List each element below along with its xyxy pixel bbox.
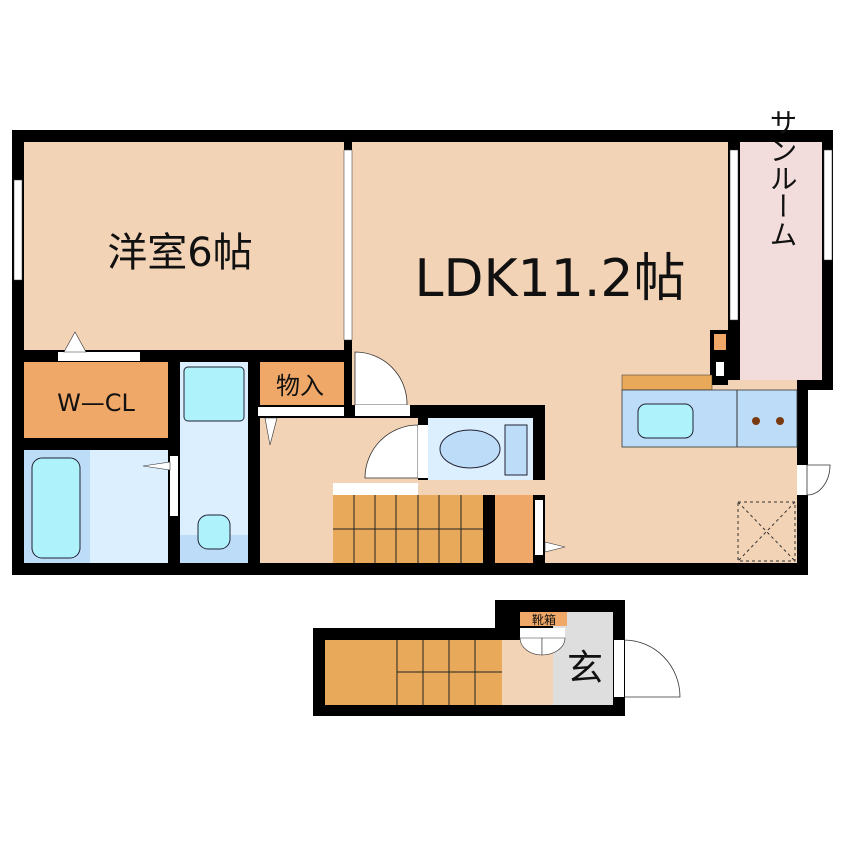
door-swing bbox=[541, 637, 566, 656]
door-arrow bbox=[264, 417, 278, 446]
washbasin bbox=[183, 366, 245, 422]
door-arrow bbox=[544, 541, 566, 553]
room-western bbox=[24, 142, 344, 350]
door-swing bbox=[354, 351, 408, 406]
door-arrow bbox=[142, 461, 171, 471]
label-storage: 物入 bbox=[276, 372, 324, 400]
room-ldk bbox=[352, 142, 728, 405]
kitchen-counter-back bbox=[621, 374, 713, 391]
window bbox=[13, 179, 23, 281]
door-arrow bbox=[63, 331, 87, 353]
room-entrance bbox=[553, 612, 613, 705]
room-storage bbox=[260, 362, 344, 405]
window bbox=[535, 500, 543, 555]
toilet bbox=[439, 429, 501, 469]
room-sunroom bbox=[740, 142, 822, 380]
label-western-room: 洋室6帖 bbox=[107, 230, 252, 276]
label-entrance: 玄 bbox=[567, 648, 603, 689]
fridge-space bbox=[737, 501, 796, 562]
label-wcl: W—CL bbox=[57, 389, 135, 417]
label-sunroom: サンルーム bbox=[766, 108, 799, 248]
label-shoebox: 靴箱 bbox=[532, 612, 556, 627]
door-swing bbox=[806, 464, 831, 496]
closet-small bbox=[495, 495, 533, 563]
washing-machine bbox=[197, 514, 231, 550]
label-ldk: LDK11.2帖 bbox=[415, 249, 686, 309]
window bbox=[729, 149, 739, 321]
door-swing bbox=[364, 424, 419, 479]
stove-burner bbox=[752, 417, 760, 425]
room-wcl bbox=[24, 362, 168, 438]
stove-burner bbox=[776, 417, 784, 425]
bathtub bbox=[31, 457, 81, 559]
entrance-door-swing bbox=[623, 639, 681, 698]
window bbox=[823, 149, 833, 261]
shoebox bbox=[520, 612, 567, 626]
window bbox=[343, 149, 353, 341]
sink bbox=[637, 403, 694, 439]
